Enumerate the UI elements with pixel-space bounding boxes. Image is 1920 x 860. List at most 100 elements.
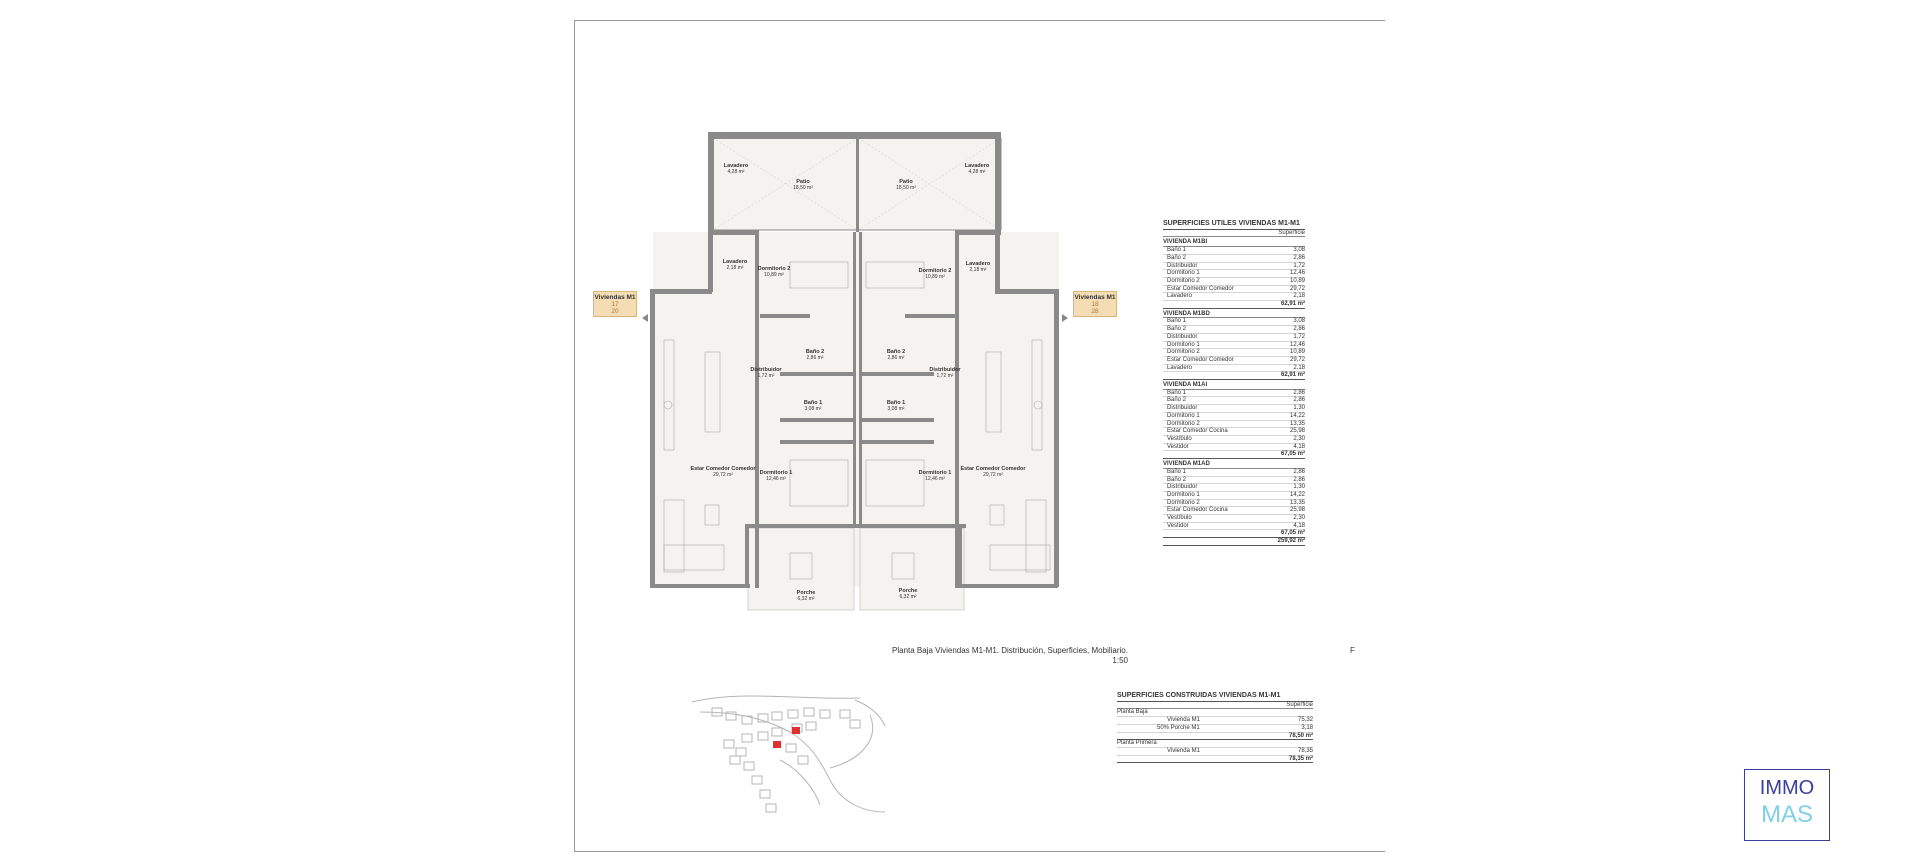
row-label: Dormitorio 2 (1167, 420, 1200, 427)
row-value: 13,35 (1289, 499, 1305, 506)
room-name: Estar Comedor Comedor (690, 466, 756, 472)
row-label: Vestíbulo (1167, 515, 1192, 522)
porche-right-area (859, 527, 965, 611)
row-label: 50% Porche M1 (1157, 724, 1200, 731)
row-label: Baño 1 (1167, 318, 1187, 325)
group-title: Planta Baja (1117, 709, 1313, 718)
sheet-mark: F (1350, 646, 1355, 655)
logo-line-2: MAS (1760, 801, 1813, 828)
row-label: Lavadero (1167, 364, 1193, 371)
group-planta-primera: Planta Primera Vivienda M1 78,35 78,35 m² (1117, 740, 1313, 764)
room-dorm1-r: Dormitorio 112,46 m² (919, 470, 952, 482)
row-label: Estar Comedor Cocina (1167, 507, 1228, 514)
unit-tag-left: Viviendas M1 17 20 (593, 291, 637, 317)
room-name: Patio (899, 179, 913, 185)
table-title: SUPERFICIES UTILES VIVIENDAS M1-M1 (1163, 220, 1305, 230)
row-value: 3,18 (1301, 724, 1313, 731)
section-title: VIVIENDA M1AI (1163, 382, 1305, 390)
room-dorm2-l: Dormitorio 210,89 m² (758, 266, 791, 278)
row-value: 1,72 (1293, 333, 1305, 340)
entrance-arrow-left (642, 314, 648, 322)
row-label: Vivienda M1 (1167, 747, 1200, 754)
room-name: Baño 2 (887, 349, 905, 355)
row-value: 14,22 (1289, 412, 1305, 419)
row-value: 75,32 (1297, 717, 1313, 724)
room-area: 2,86 m² (807, 355, 824, 361)
group-total: 78,35 m² (1117, 756, 1313, 764)
room-area: 1,72 m² (937, 373, 954, 379)
group-title: Planta Primera (1117, 740, 1313, 748)
row-value: 2,18 (1293, 293, 1305, 300)
group-total: 78,50 m² (1117, 733, 1313, 741)
outer-wall-patio-left (708, 132, 714, 232)
room-area: 29,72 m² (983, 472, 1003, 478)
row-label: Vestíbulo (1167, 435, 1192, 442)
room-dorm1-l: Dormitorio 112,46 m² (760, 470, 793, 482)
row-value: 2,18 (1293, 364, 1305, 371)
room-area: 2,18 m² (970, 267, 987, 273)
row-value: 1,72 (1293, 262, 1305, 269)
table-title: SUPERFICIES CONSTRUIDAS VIVIENDAS M1-M1 (1117, 692, 1313, 702)
room-name: Lavadero (723, 259, 748, 265)
room-name: Baño 1 (804, 400, 822, 406)
unit-tag-number: 28 (1091, 308, 1099, 315)
logo-line-1: IMMO (1759, 777, 1815, 799)
section-total: 67,05 m² (1163, 530, 1305, 539)
room-bano2-l: Baño 22,86 m² (806, 349, 824, 361)
row-value: 78,35 (1297, 747, 1313, 754)
unit-tag-title: Viviendas M1 (1074, 294, 1116, 301)
room-name: Dormitorio 2 (758, 266, 791, 272)
room-area: 12,46 m² (766, 476, 786, 482)
room-bano2-r: Baño 22,86 m² (887, 349, 905, 361)
room-name: Patio (796, 179, 810, 185)
row-value: 2,86 (1293, 397, 1305, 404)
row-label: Baño 1 (1167, 468, 1187, 475)
row-value: 2,86 (1293, 254, 1305, 261)
room-name: Porche (899, 588, 918, 594)
site-marker-2 (792, 727, 800, 734)
row-value: 10,89 (1289, 349, 1305, 356)
row-value: 1,30 (1293, 405, 1305, 412)
row-label: Distribuidor (1167, 333, 1198, 340)
room-area: 3,08 m² (888, 406, 905, 412)
unit-tag-title: Viviendas M1 (594, 294, 636, 301)
immomas-logo[interactable]: IMMO MAS (1744, 769, 1830, 841)
room-area: 18,50 m² (793, 185, 813, 191)
room-name: Lavadero (966, 261, 991, 267)
row-label: Dormitorio 1 (1167, 270, 1200, 277)
room-dorm2-r: Dormitorio 210,89 m² (919, 268, 952, 280)
row-value: 4,18 (1293, 522, 1305, 529)
room-name: Distribuidor (929, 367, 961, 373)
row-label: Vestidor (1167, 443, 1189, 450)
site-plan (691, 695, 886, 813)
row-value: 2,86 (1293, 326, 1305, 333)
room-name: Dormitorio 1 (760, 470, 793, 476)
room-area: 10,89 m² (925, 274, 945, 280)
row-value: 29,72 (1289, 356, 1305, 363)
room-area: 2,18 m² (727, 265, 744, 271)
row-label: Dormitorio 1 (1167, 491, 1200, 498)
room-bano1-r: Baño 13,08 m² (887, 400, 905, 412)
row-value: 2,86 (1293, 389, 1305, 396)
row-value: 2,30 (1293, 435, 1305, 442)
